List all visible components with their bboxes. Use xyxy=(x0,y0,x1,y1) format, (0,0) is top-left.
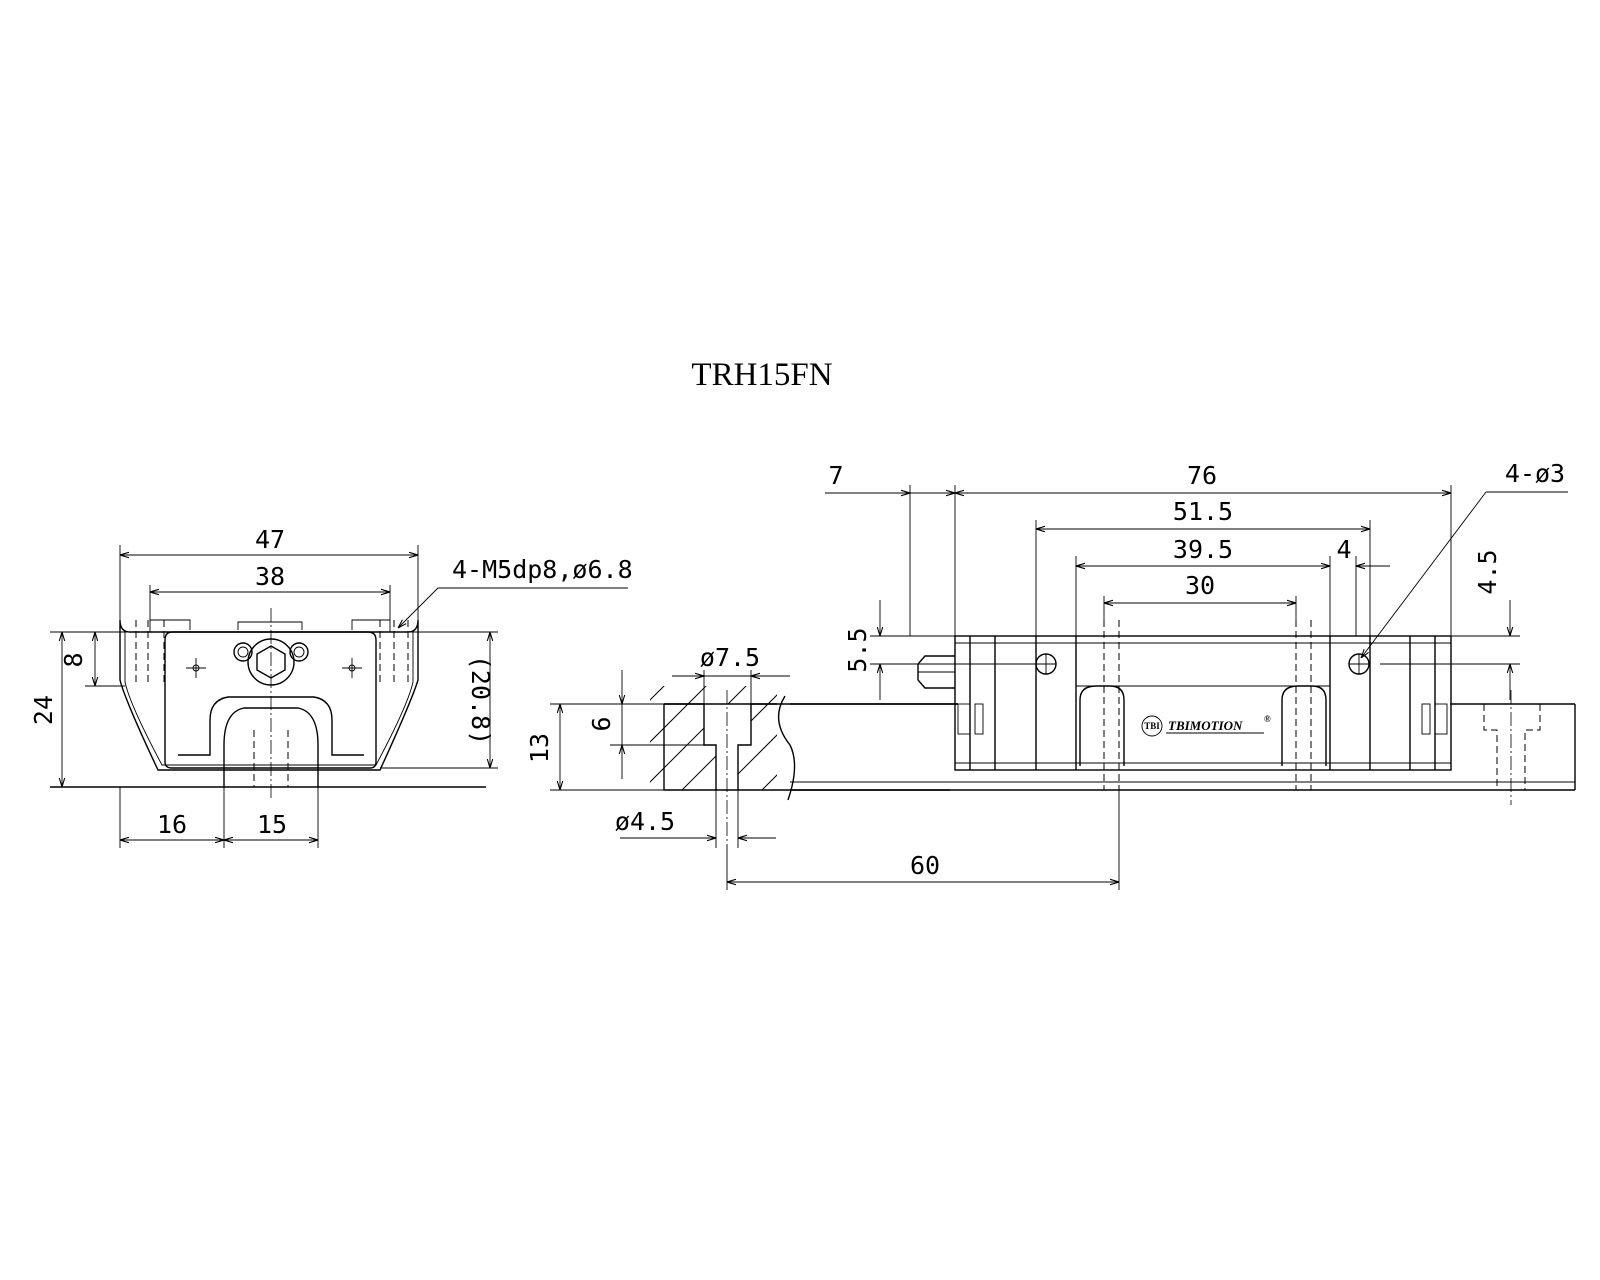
part-number-title: TRH15FN xyxy=(691,357,832,393)
dim-cbore-dia: ø7.5 xyxy=(700,643,760,672)
dim-side: 16 xyxy=(157,810,187,839)
dim-holes: 4-ø3 xyxy=(1505,459,1565,488)
dim-width: 47 xyxy=(255,525,285,554)
brand-logo: TBI TBIMOTION ® xyxy=(1141,714,1271,737)
dim-body: 51.5 xyxy=(1173,497,1233,526)
dim-thread-spec: 4-M5dp8,ø6.8 xyxy=(452,555,633,584)
end-seal xyxy=(164,631,377,769)
seal-left xyxy=(957,703,971,735)
dim-body-height: (20.8) xyxy=(466,655,495,745)
dim-cbore-depth: 6 xyxy=(587,716,616,731)
dim-hole-dia: ø4.5 xyxy=(615,807,675,836)
dim-hole-pitch: 38 xyxy=(255,562,285,591)
screw-left xyxy=(233,642,253,662)
dim-nipple: 7 xyxy=(828,461,843,490)
dim-length: 76 xyxy=(1187,461,1217,490)
block-body xyxy=(954,635,1452,771)
front-view: 47 38 4-M5dp8,ø6.8 24 8 (20.8) 16 15 xyxy=(29,525,633,848)
dim-rail-width: 15 xyxy=(257,810,287,839)
dim-flange: 8 xyxy=(59,652,88,667)
dim-hole-offset: 4.5 xyxy=(1473,549,1502,594)
dim-mount: 30 xyxy=(1185,571,1215,600)
svg-text:TBI: TBI xyxy=(1144,721,1160,731)
dim-rail-height: 13 xyxy=(525,733,554,763)
break-line xyxy=(777,695,796,801)
dim-top: 5.5 xyxy=(843,627,872,672)
grease-cap xyxy=(237,621,303,630)
rail-section: 13 6 ø7.5 ø4.5 60 xyxy=(525,643,1120,890)
svg-text:TBIMOTION: TBIMOTION xyxy=(1168,718,1243,733)
dim-edge: 4 xyxy=(1336,535,1351,564)
svg-text:®: ® xyxy=(1264,714,1271,724)
recirc-pocket-right xyxy=(1281,685,1327,766)
recirc-pocket-left xyxy=(1079,685,1125,766)
side-view: TBI TBIMOTION ® 7 76 51.5 39.5 4 30 4-ø3 xyxy=(790,459,1576,805)
dim-height: 24 xyxy=(29,695,58,725)
block-inner-outline xyxy=(124,632,414,766)
dim-pitch: 60 xyxy=(910,851,940,880)
seal-right xyxy=(1434,703,1448,735)
dim-inner: 39.5 xyxy=(1173,535,1233,564)
screw-right xyxy=(289,642,309,662)
